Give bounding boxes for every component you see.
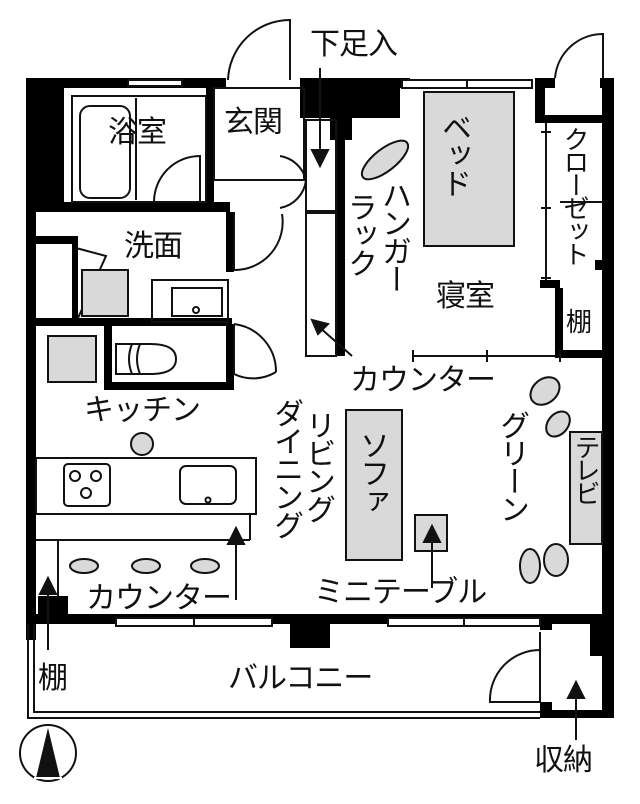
room-label-living: リビング [300,410,335,522]
label-green: グリーン [494,410,529,522]
label-tv: テレビ [570,434,600,503]
label-sofa: ソファ [354,430,389,514]
label-counter-top: カウンター [350,363,496,398]
room-label-dining: ダイニング [268,398,303,538]
label-counter-bottom: カウンター [86,581,232,616]
label-closet: クローゼット [559,126,589,264]
label-storage: 収納 [534,743,593,778]
room-label-bedroom: 寝室 [436,279,495,314]
room-label-kitchen: キッチン [84,393,201,428]
label-mini-table: ミニテーブル [314,575,487,610]
label-shelf-bedroom: 棚 [566,308,592,338]
walls [26,78,614,718]
label-hanger: ハンガー [376,180,411,292]
room-label-bathroom: 浴室 [108,115,167,150]
room-label-washroom: 洗面 [124,229,183,264]
north-arrow-icon [19,724,77,782]
thin-lines [27,18,604,719]
label-rack: ラック [342,192,377,276]
label-shoe-storage: 下足入 [310,27,398,62]
room-label-balcony: バルコニー [228,661,373,696]
label-shelf-balcony: 棚 [38,661,68,696]
room-label-entrance: 玄関 [224,105,283,140]
arrows [38,68,586,740]
label-bed: ベッド [436,112,471,196]
